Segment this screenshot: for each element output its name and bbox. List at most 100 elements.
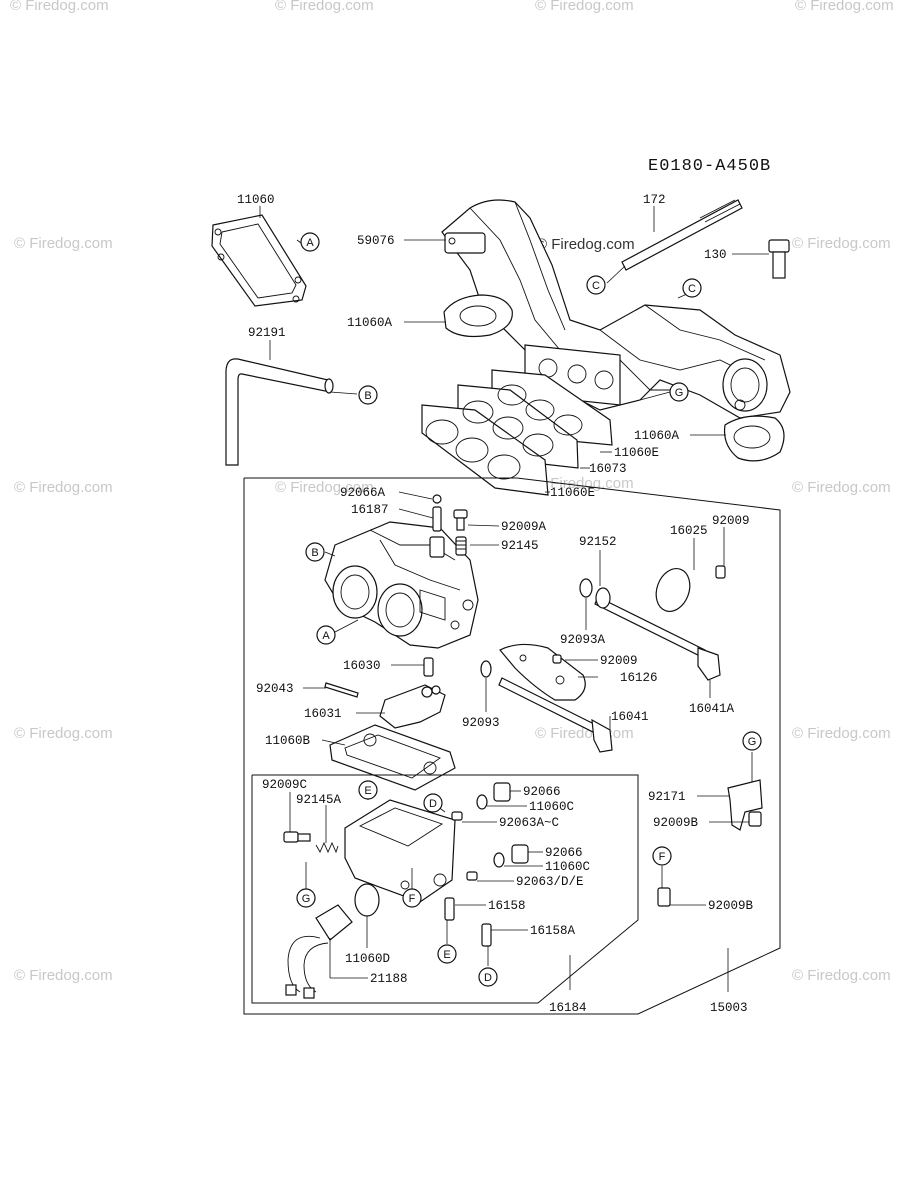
part-label: 16030 [343,659,381,673]
part-label: 130 [704,248,727,262]
callout-C: C [682,278,702,298]
part-label: 172 [643,193,666,207]
watermark: © Firedog.com [792,479,891,496]
part-label: 92191 [248,326,286,340]
svg-text:C: C [688,283,696,295]
callout-F: F [652,846,672,866]
part-label: 16184 [549,1001,587,1015]
plug-92066-1 [451,782,511,821]
part-label: 11060A [634,429,680,443]
part-label: 92066 [545,846,583,860]
part-label: 92009B [653,816,699,830]
gasket-11060D [354,883,380,917]
diagram-code: E0180-A450B [648,157,771,176]
part-label: 16031 [304,707,342,721]
bolt-130 [768,239,790,279]
part-label: 11060C [529,800,574,814]
screw-92009C [283,831,311,843]
callout-F: F [402,888,422,908]
svg-text:G: G [302,893,311,905]
part-label: 16158 [488,899,526,913]
watermark: © Firedog.com [535,475,634,492]
hose-92191 [225,358,334,466]
part-label: 11060E [550,486,595,500]
part-label: 92009A [501,520,547,534]
part-label: 92093A [560,633,606,647]
callout-C: C [586,275,606,295]
watermark: © Firedog.com [14,967,113,984]
stud-172 [621,199,743,271]
callout-A: A [300,232,320,252]
screw-16030 [423,657,434,677]
bracket-92171 [727,779,763,831]
callout-E: E [437,944,457,964]
svg-text:D: D [429,798,437,810]
pin-92043 [324,682,359,698]
part-label: 16073 [589,462,627,476]
gasket-stack [421,369,613,496]
watermark: © Firedog.com [795,0,894,14]
leader-lines [259,206,769,992]
watermark: © Firedog.com [14,235,113,252]
bolt-92009B [657,887,671,907]
choke-plate-16025 [655,565,726,612]
callout-B: B [358,385,378,405]
callout-circles: A B C C G B A G E D G F E D F [296,232,762,987]
part-label: 92009B [708,899,754,913]
svg-text:G: G [675,387,684,399]
callout-D: D [423,793,443,813]
part-label: 11060 [237,193,275,207]
part-label: 11060A [347,316,393,330]
part-label: 92145 [501,539,539,553]
choke-shaft-16041A [579,578,721,681]
svg-text:A: A [322,630,330,642]
watermark-center: © Firedog.com [536,236,635,253]
part-label: 92009C [262,778,307,792]
throttle-shaft-16041 [498,677,613,753]
float-bowl [344,799,456,903]
part-label: 11060C [545,860,590,874]
part-label: 16126 [620,671,658,685]
callout-D: D [478,967,498,987]
part-label: 92171 [648,790,686,804]
jet-parts [432,494,468,556]
part-label: 16041A [689,702,735,716]
part-label: 92066 [523,785,561,799]
gasket-11060B [329,724,456,791]
part-label: 92063/D/E [516,875,584,889]
svg-text:F: F [409,893,416,905]
intake-manifold [441,199,791,419]
svg-text:A: A [306,237,314,249]
watermark: © Firedog.com [792,967,891,984]
part-label: 92152 [579,535,617,549]
watermark: © Firedog.com [14,725,113,742]
part-label: 92066A [340,486,386,500]
part-label: 11060D [345,952,390,966]
throttle-plate-16126 [499,643,586,701]
part-label: 11060E [614,446,659,460]
part-label: 16158A [530,924,576,938]
part-label: 21188 [370,972,408,986]
part-label: 92093 [462,716,500,730]
watermark: © Firedog.com [275,0,374,14]
part-label: 92145A [296,793,342,807]
part-label: 59076 [357,234,395,248]
svg-text:E: E [443,949,450,961]
svg-text:D: D [484,972,492,984]
watermark: © Firedog.com [792,725,891,742]
part-labels: 11060 59076 172 130 11060A 92191 11060A … [237,193,754,1015]
spring-92145A [315,841,339,854]
svg-text:B: B [364,390,371,402]
part-label: 15003 [710,1001,748,1015]
watermark: © Firedog.com [14,479,113,496]
part-label: 16041 [611,710,649,724]
plug-92066-2 [466,844,529,881]
carburetor-body [324,521,479,649]
watermark: © Firedog.com [275,479,374,496]
part-label: 16025 [670,524,708,538]
callout-G: G [669,382,689,402]
watermark-layer: © Firedog.com © Firedog.com © Firedog.co… [10,0,894,984]
callout-B: B [305,542,325,562]
svg-text:B: B [311,547,318,559]
